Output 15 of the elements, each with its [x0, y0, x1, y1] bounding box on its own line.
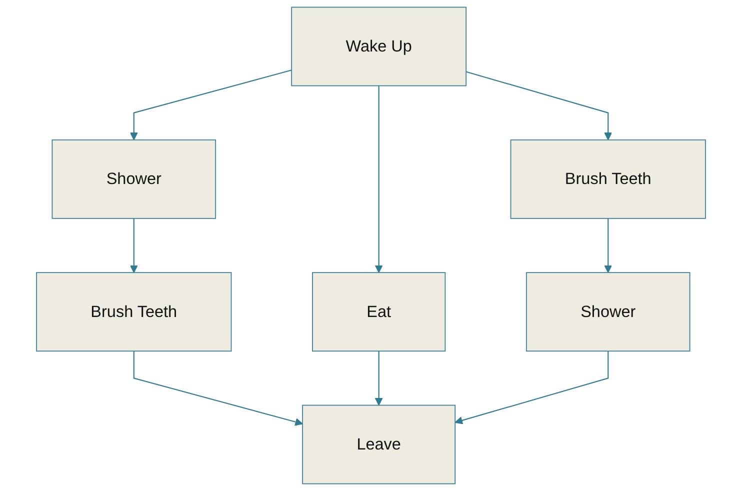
arrow: [374, 351, 383, 406]
arrow: [454, 351, 609, 424]
arrow: [374, 86, 383, 273]
arrow: [466, 71, 612, 140]
node-box: Leave: [302, 404, 456, 484]
node-box: Brush Teeth: [510, 139, 706, 219]
node-box: Shower: [526, 272, 690, 352]
node-box: Wake Up: [291, 6, 467, 86]
arrow: [133, 351, 303, 426]
node-box: Brush Teeth: [36, 272, 232, 352]
node-box: Eat: [312, 272, 446, 352]
arrow: [130, 218, 138, 273]
node-box: Shower: [52, 139, 216, 219]
arrow: [604, 218, 612, 273]
arrow: [130, 70, 292, 140]
